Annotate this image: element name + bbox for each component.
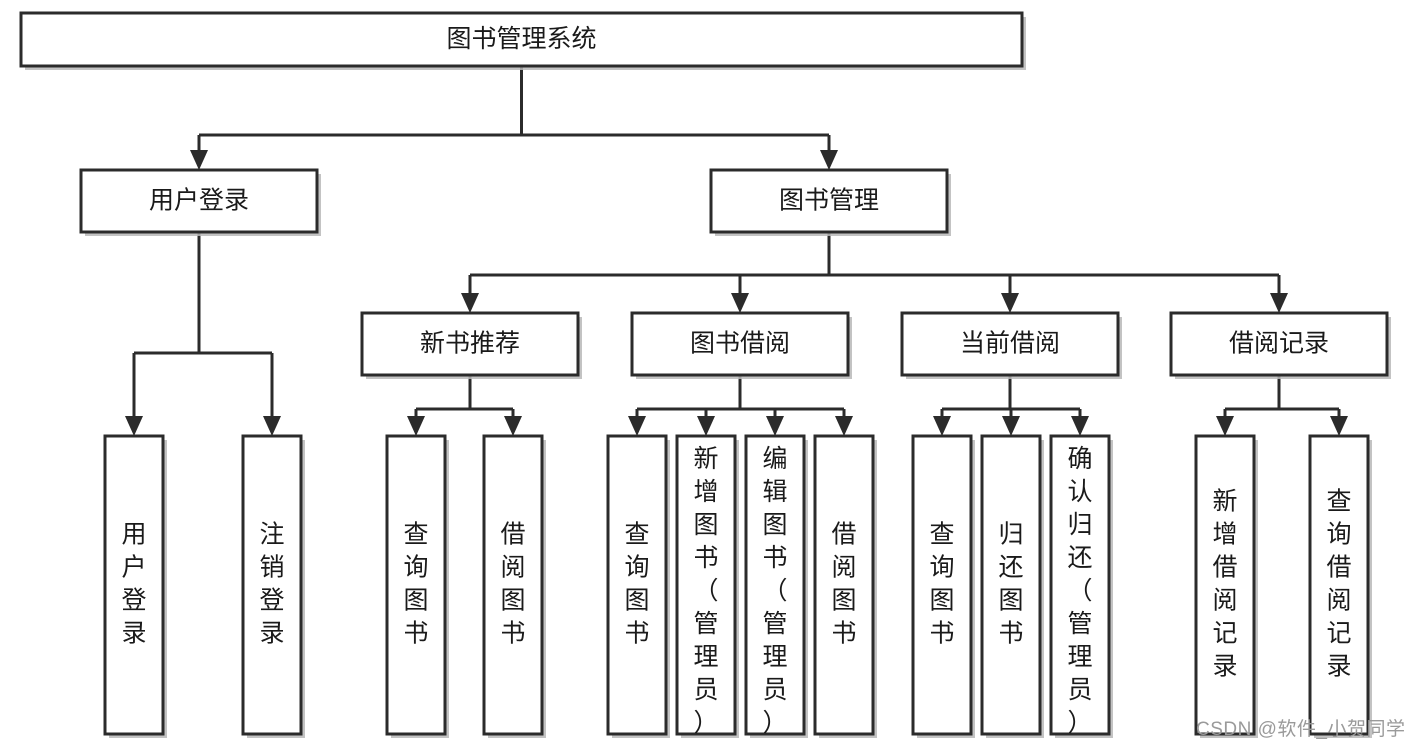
node-label: 借阅记录: [1229, 330, 1329, 358]
arrow-head-icon: [1270, 293, 1288, 313]
node-box: [900, 311, 1120, 377]
arrow-head-icon: [835, 416, 853, 436]
arrow-head-icon: [731, 293, 749, 313]
arrow-head-icon: [933, 416, 951, 436]
node-cur-return-book[interactable]: 归还图书: [980, 434, 1044, 738]
arrow-head-icon: [190, 150, 208, 170]
node-label: 归还图书: [998, 520, 1023, 647]
node-box: [241, 434, 303, 736]
arrow-head-icon: [1330, 416, 1348, 436]
node-box: [482, 434, 544, 736]
node-label: 图书管理系统: [446, 25, 596, 53]
arrow-head-icon: [461, 293, 479, 313]
node-label: 编辑图书（管理员）: [762, 445, 787, 737]
node-borrow-edit-book[interactable]: 编辑图书（管理员）: [744, 434, 808, 738]
node-borrow-record[interactable]: 借阅记录: [1169, 311, 1391, 379]
node-login-do[interactable]: 用户登录: [103, 434, 167, 738]
node-box: [103, 434, 165, 736]
node-rec-query-book[interactable]: 查询图书: [385, 434, 449, 738]
arrow-head-icon: [820, 150, 838, 170]
node-box: [630, 311, 850, 377]
node-box: [709, 168, 949, 234]
node-box: [744, 434, 806, 736]
arrow-head-icon: [697, 416, 715, 436]
arrow-head-icon: [504, 416, 522, 436]
connector-layer: [125, 66, 1348, 436]
node-root[interactable]: 图书管理系统: [19, 11, 1026, 70]
node-label: 借阅图书: [500, 520, 525, 647]
node-book-borrow[interactable]: 图书借阅: [630, 311, 852, 379]
node-label: 注销登录: [259, 520, 284, 647]
node-label: 查询借阅记录: [1326, 487, 1351, 680]
node-box: [79, 168, 319, 234]
node-borrow-borrow-book[interactable]: 借阅图书: [813, 434, 877, 738]
node-label: 新增图书（管理员）: [693, 445, 718, 737]
node-user-login[interactable]: 用户登录: [79, 168, 321, 236]
node-new-book-rec[interactable]: 新书推荐: [360, 311, 582, 379]
node-box: [980, 434, 1042, 736]
node-rec-add-record[interactable]: 新增借阅记录: [1194, 434, 1258, 738]
node-label: 查询图书: [929, 520, 954, 647]
node-rec-query-record[interactable]: 查询借阅记录: [1308, 434, 1372, 738]
node-layer: 图书管理系统用户登录用户登录注销登录图书管理新书推荐查询图书借阅图书图书借阅查询…: [19, 11, 1391, 738]
arrow-head-icon: [125, 416, 143, 436]
node-box: [1194, 434, 1256, 736]
node-borrow-query-book[interactable]: 查询图书: [606, 434, 670, 738]
node-box: [675, 434, 737, 736]
node-label: 借阅图书: [831, 520, 856, 647]
node-current-borrow[interactable]: 当前借阅: [900, 311, 1122, 379]
arrow-head-icon: [628, 416, 646, 436]
arrow-head-icon: [1071, 416, 1089, 436]
node-label: 当前借阅: [960, 330, 1060, 358]
node-label: 用户登录: [121, 520, 146, 647]
arrow-head-icon: [1001, 293, 1019, 313]
node-box: [606, 434, 668, 736]
node-label: 新书推荐: [420, 330, 520, 358]
arrow-head-icon: [1216, 416, 1234, 436]
node-box: [385, 434, 447, 736]
node-label: 查询图书: [624, 520, 649, 647]
node-label: 图书管理: [779, 187, 879, 215]
node-box: [813, 434, 875, 736]
node-label: 用户登录: [149, 187, 249, 215]
arrow-head-icon: [263, 416, 281, 436]
node-label: 确认归还（管理员）: [1067, 445, 1092, 737]
node-box: [19, 11, 1024, 68]
arrow-head-icon: [407, 416, 425, 436]
node-box: [1049, 434, 1111, 736]
node-cur-query-book[interactable]: 查询图书: [911, 434, 975, 738]
node-label: 查询图书: [403, 520, 428, 647]
node-book-manage[interactable]: 图书管理: [709, 168, 951, 236]
node-logout-do[interactable]: 注销登录: [241, 434, 305, 738]
node-rec-borrow-book[interactable]: 借阅图书: [482, 434, 546, 738]
node-cur-confirm-return[interactable]: 确认归还（管理员）: [1049, 434, 1113, 738]
node-label: 图书借阅: [690, 330, 790, 358]
node-box: [360, 311, 580, 377]
node-borrow-add-book[interactable]: 新增图书（管理员）: [675, 434, 739, 738]
arrow-head-icon: [1002, 416, 1020, 436]
node-label: 新增借阅记录: [1212, 487, 1237, 680]
node-box: [1308, 434, 1370, 736]
arrow-head-icon: [766, 416, 784, 436]
node-box: [911, 434, 973, 736]
node-box: [1169, 311, 1389, 377]
